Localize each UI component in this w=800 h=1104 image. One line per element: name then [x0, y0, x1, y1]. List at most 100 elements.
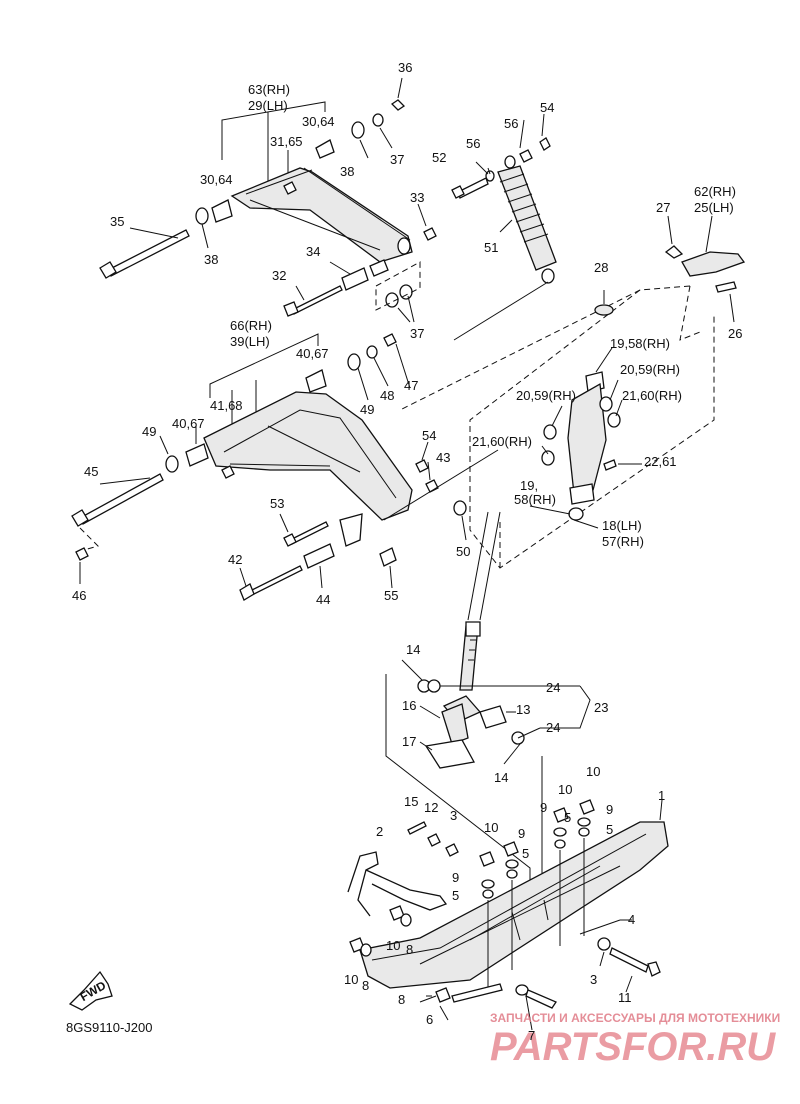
callout-42: 42	[228, 552, 242, 567]
callout-19-b: 19,	[520, 478, 538, 493]
callout-21-60-a: 21,60(RH)	[622, 388, 682, 403]
callout-9-a: 9	[540, 800, 547, 815]
callout-20-59-a: 20,59(RH)	[620, 362, 680, 377]
watermark-brand: PARTSFOR.RU	[490, 1025, 776, 1069]
callout-49-b: 49	[142, 424, 156, 439]
callout-8-c: 8	[398, 992, 405, 1007]
callout-19-58-a: 19,58(RH)	[610, 336, 670, 351]
callout-17: 17	[402, 734, 416, 749]
callout-41-68: 41,68	[210, 398, 243, 413]
callout-45: 45	[84, 464, 98, 479]
callout-44: 44	[316, 592, 330, 607]
diagram-code: 8GS9110-J200	[66, 1020, 153, 1035]
callout-13: 13	[516, 702, 530, 717]
callout-57-rh: 57(RH)	[602, 534, 644, 549]
callout-40-67-a: 40,67	[296, 346, 329, 361]
callout-9-c: 9	[518, 826, 525, 841]
callout-14-b: 14	[494, 770, 508, 785]
callout-24-a: 24	[546, 680, 560, 695]
callout-5-a: 5	[564, 810, 571, 825]
callout-5-d: 5	[452, 888, 459, 903]
callout-47: 47	[404, 378, 418, 393]
callout-11: 11	[618, 990, 632, 1005]
callout-9-d: 9	[452, 870, 459, 885]
callout-40-67-b: 40,67	[172, 416, 205, 431]
callout-38-b: 38	[204, 252, 218, 267]
callout-26: 26	[728, 326, 742, 341]
callout-29-lh: 29(LH)	[248, 98, 288, 113]
callout-20-59-b: 20,59(RH)	[516, 388, 576, 403]
callout-12: 12	[424, 800, 438, 815]
callout-3-a: 3	[450, 808, 457, 823]
callout-2: 2	[376, 824, 383, 839]
shock-absorber	[451, 113, 557, 341]
callout-66-rh: 66(RH)	[230, 318, 272, 333]
callout-15: 15	[404, 794, 418, 809]
callout-51: 51	[484, 240, 498, 255]
callout-16: 16	[402, 698, 416, 713]
ski	[347, 799, 669, 1031]
callout-18-lh: 18(LH)	[602, 518, 642, 533]
callout-3-b: 3	[590, 972, 597, 987]
callout-50: 50	[456, 544, 470, 559]
callout-28: 28	[594, 260, 608, 275]
callout-32: 32	[272, 268, 286, 283]
callout-37-a: 37	[390, 152, 404, 167]
callout-14-a: 14	[406, 642, 420, 657]
callout-4: 4	[628, 912, 635, 927]
callout-58-rh-b: 58(RH)	[514, 492, 556, 507]
callout-10-e: 10	[344, 972, 358, 987]
callout-25-lh: 25(LH)	[694, 200, 734, 215]
callout-1: 1	[658, 788, 665, 803]
callout-55: 55	[384, 588, 398, 603]
callout-10-a: 10	[586, 764, 600, 779]
callout-31-65: 31,65	[270, 134, 303, 149]
callout-9-b: 9	[606, 802, 613, 817]
callout-63-rh: 63(RH)	[248, 82, 290, 97]
callout-22-61: 22,61	[644, 454, 677, 469]
callout-24-b: 24	[546, 720, 560, 735]
callout-49-a: 49	[360, 402, 374, 417]
callout-54-b: 54	[422, 428, 436, 443]
callout-62-rh: 62(RH)	[694, 184, 736, 199]
callout-6: 6	[426, 1012, 433, 1027]
callout-46: 46	[72, 588, 86, 603]
steering-arm	[399, 215, 746, 411]
watermark: ЗАПЧАСТИ И АКСЕССУАРЫ ДЛЯ МОТОТЕХНИКИ PA…	[490, 1011, 780, 1069]
callout-23: 23	[594, 700, 608, 715]
callout-30-64-b: 30,64	[200, 172, 233, 187]
callout-7: 7	[528, 1028, 535, 1043]
upper-arm-assembly	[99, 77, 437, 323]
callout-43: 43	[436, 450, 450, 465]
callout-8-b: 8	[362, 978, 369, 993]
callout-8-a: 8	[406, 942, 413, 957]
fwd-arrow-icon: FWD	[68, 970, 113, 1011]
callout-37-b: 37	[410, 326, 424, 341]
callout-53: 53	[270, 496, 284, 511]
callout-5-c: 5	[522, 846, 529, 861]
callout-30-64-a: 30,64	[302, 114, 335, 129]
callout-48: 48	[380, 388, 394, 403]
callout-27: 27	[656, 200, 670, 215]
callout-54-a: 54	[540, 100, 554, 115]
callout-56-b: 56	[466, 136, 480, 151]
callout-labels: 36 63(RH) 29(LH) 30,64 31,65 54 56 52 56…	[72, 60, 742, 1043]
callout-10-b: 10	[558, 782, 572, 797]
watermark-tagline: ЗАПЧАСТИ И АКСЕССУАРЫ ДЛЯ МОТОТЕХНИКИ	[490, 1011, 780, 1025]
callout-10-c: 10	[484, 820, 498, 835]
steering-bracket	[385, 659, 591, 916]
callout-33: 33	[410, 190, 424, 205]
spindle-housing	[469, 289, 715, 569]
callout-21-60-b: 21,60(RH)	[472, 434, 532, 449]
callout-56-a: 56	[504, 116, 518, 131]
callout-39-lh: 39(LH)	[230, 334, 270, 349]
lower-arm-assembly	[71, 333, 499, 601]
callout-35: 35	[110, 214, 124, 229]
callout-5-b: 5	[606, 822, 613, 837]
callout-34: 34	[306, 244, 320, 259]
callout-36: 36	[398, 60, 412, 75]
callout-10-d: 10	[386, 938, 400, 953]
callout-52: 52	[432, 150, 446, 165]
callout-38-a: 38	[340, 164, 354, 179]
